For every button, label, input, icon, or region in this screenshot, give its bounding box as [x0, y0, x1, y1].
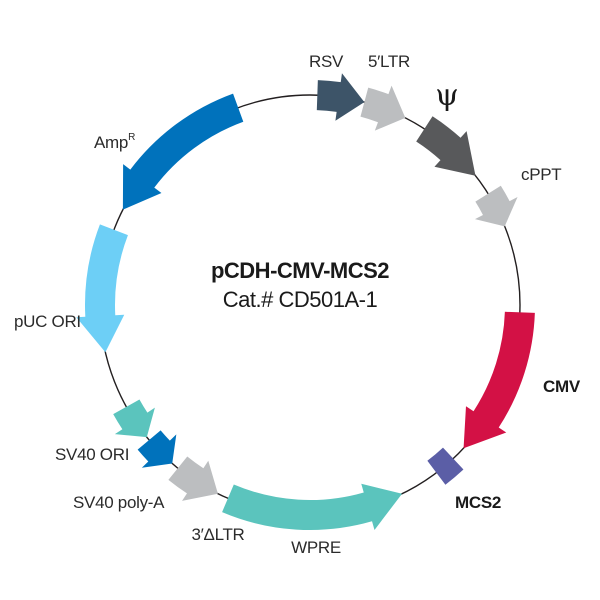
feature-sv40pa: [137, 430, 177, 468]
label-psi: ψ: [435, 78, 459, 113]
label-sv40-ori: SV40 ORI: [55, 445, 129, 464]
feature-cppt: [474, 185, 518, 227]
label-3ltr: 3′ΔLTR: [191, 525, 244, 544]
label-puc-ori: pUC ORI: [14, 312, 81, 331]
label-5ltr: 5′LTR: [368, 52, 410, 71]
label-mcs2: MCS2: [455, 493, 501, 512]
feature-sv40ori: [113, 399, 155, 438]
label-ampr-main: Amp: [94, 133, 128, 152]
feature-wpre: [222, 483, 403, 530]
label-ampr-sup: R: [128, 132, 135, 143]
label-cppt: cPPT: [521, 165, 561, 184]
label-sv40-polya: SV40 poly-A: [73, 493, 165, 512]
feature-puc: [76, 224, 128, 353]
label-wpre: WPRE: [291, 538, 341, 557]
label-rsv: RSV: [309, 52, 344, 71]
feature-ltr3: [168, 456, 218, 501]
feature-amp: [122, 93, 244, 210]
catalog-number: Cat.# CD501A-1: [223, 287, 378, 312]
feature-mcs2: [427, 447, 464, 485]
feature-psi: [416, 116, 476, 176]
label-cmv: CMV: [543, 377, 581, 396]
label-ampr: AmpR: [94, 132, 135, 152]
plasmid-name: pCDH-CMV-MCS2: [211, 258, 389, 283]
feature-rsv: [316, 73, 365, 121]
feature-ltr5: [360, 85, 406, 131]
feature-cmv: [463, 311, 535, 449]
